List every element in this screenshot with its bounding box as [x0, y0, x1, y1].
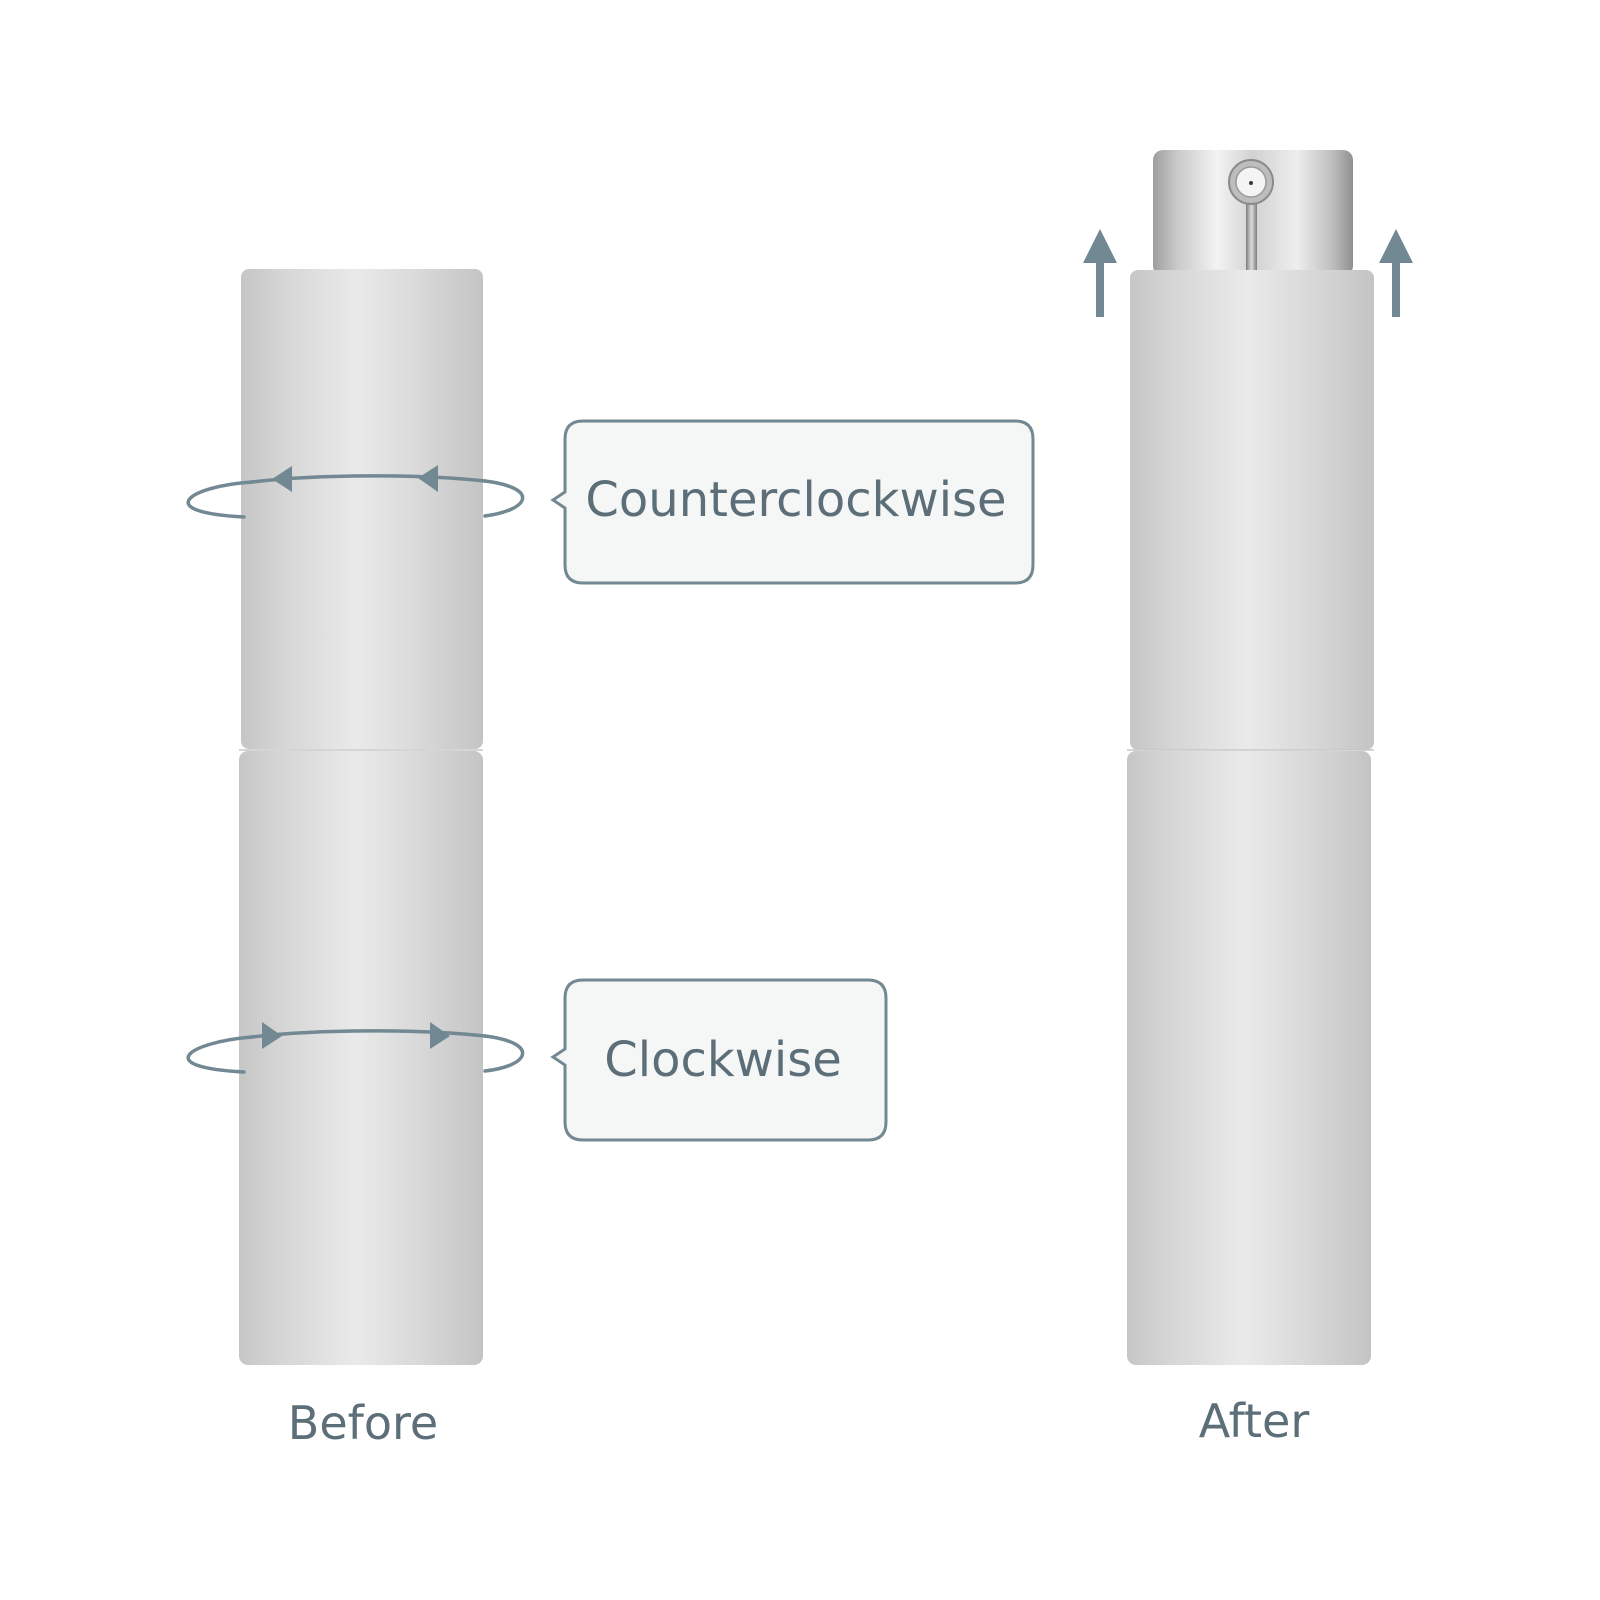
- sprayer-stem: [1246, 196, 1257, 274]
- ccw-arrowhead-left: [272, 466, 292, 492]
- clockwise-rotation-icon: [186, 1022, 525, 1074]
- cw-arrowhead-left: [262, 1022, 282, 1049]
- before-bottle: [239, 269, 483, 1365]
- after-bottle-lower: [1127, 751, 1371, 1365]
- counterclockwise-rotation-icon: [186, 465, 525, 519]
- after-bottle-upper: [1130, 270, 1374, 750]
- before-caption: Before: [287, 1396, 439, 1450]
- counterclockwise-label: Counterclockwise: [585, 472, 1007, 528]
- before-bottle-lower: [239, 751, 483, 1365]
- ccw-arrowhead-right: [418, 465, 438, 492]
- after-bottle: [1127, 150, 1374, 1365]
- after-caption: After: [1198, 1394, 1310, 1448]
- up-arrow-icon-left: [1083, 229, 1117, 317]
- nozzle-hole: [1249, 181, 1253, 185]
- clockwise-label: Clockwise: [604, 1032, 842, 1088]
- clockwise-callout-box: [550, 978, 888, 1142]
- counterclockwise-callout-box: [550, 419, 1035, 585]
- cw-arrowhead-right: [430, 1022, 450, 1049]
- before-bottle-upper: [241, 269, 483, 749]
- up-arrow-icon-right: [1379, 229, 1413, 317]
